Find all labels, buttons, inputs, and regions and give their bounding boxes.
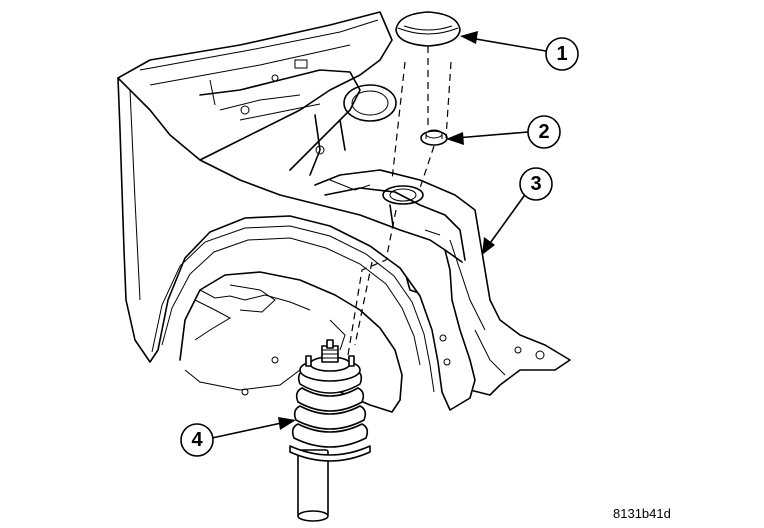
front-fender xyxy=(117,77,476,411)
engine-compartment xyxy=(117,11,397,176)
callout-4: 4 xyxy=(180,423,214,457)
callout-2: 2 xyxy=(527,115,561,149)
strut-nut xyxy=(420,129,448,146)
callout-4-label: 4 xyxy=(191,429,203,451)
strut-assembly xyxy=(289,339,371,522)
leader-arrows xyxy=(211,31,547,439)
callout-3-label: 3 xyxy=(530,173,541,195)
install-path xyxy=(347,46,452,356)
wheelhouse xyxy=(179,271,403,413)
strut-cap xyxy=(395,11,461,47)
figure-code: 8131b41d xyxy=(613,506,671,521)
callout-2-label: 2 xyxy=(538,121,549,143)
callout-1-label: 1 xyxy=(556,43,567,65)
callout-1: 1 xyxy=(545,37,579,71)
callout-3: 3 xyxy=(519,167,553,201)
